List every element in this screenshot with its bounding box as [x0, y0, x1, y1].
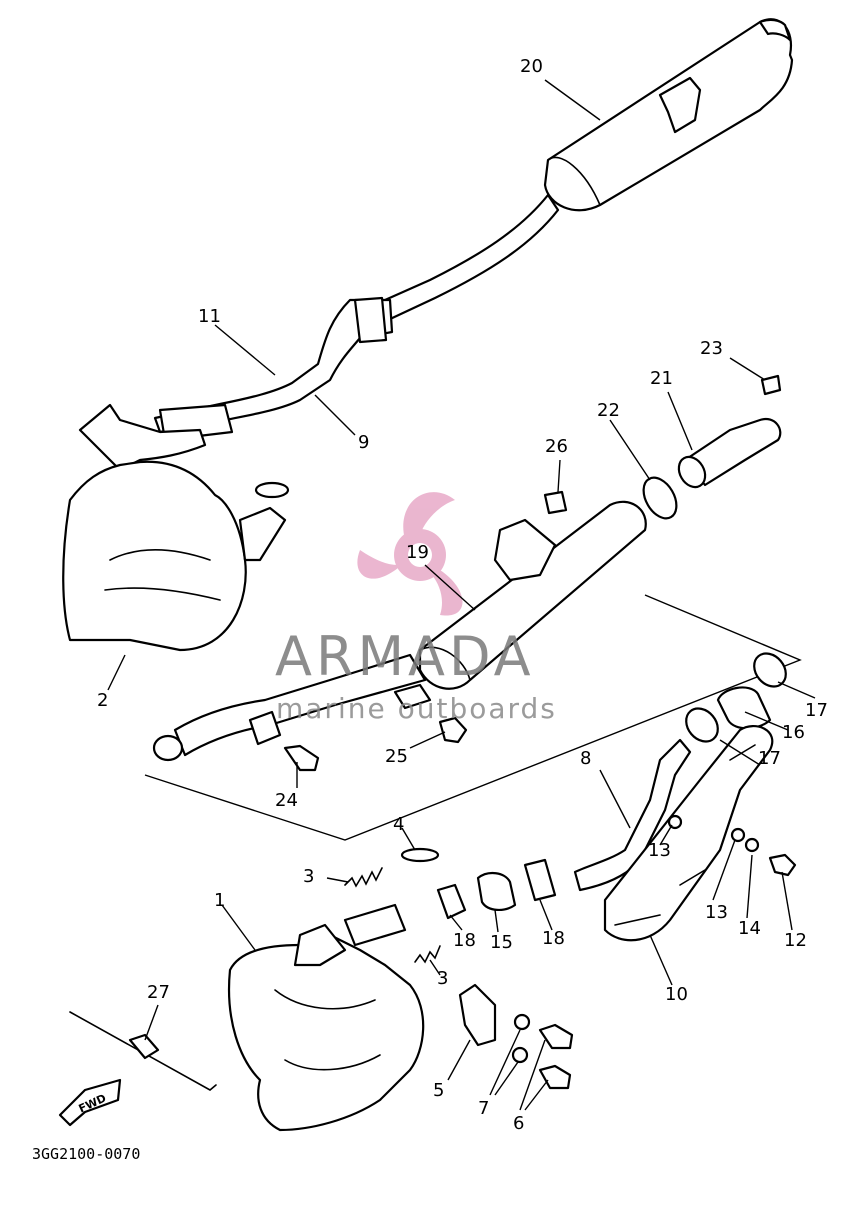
- callout-25: 25: [385, 746, 408, 767]
- middle-muffler-part: [152, 500, 647, 762]
- callout-20: 20: [520, 56, 543, 77]
- wire-part: [69, 1011, 217, 1091]
- callout-1: 1: [214, 890, 226, 911]
- callout-18-right: 18: [542, 928, 565, 949]
- callout-16: 16: [782, 722, 805, 743]
- callout-21: 21: [650, 368, 673, 389]
- spring-oring-parts: [344, 847, 441, 964]
- assembly-frame: [144, 594, 802, 841]
- silencer-part: [383, 18, 794, 322]
- callout-2: 2: [97, 690, 109, 711]
- callout-8: 8: [580, 748, 592, 769]
- fwd-arrow-icon: [58, 1078, 122, 1127]
- callout-26: 26: [545, 436, 568, 457]
- callout-17-upper: 17: [805, 700, 828, 721]
- armada-logo-icon: [357, 492, 463, 616]
- leader-lines: [107, 79, 816, 1111]
- callout-13-right: 13: [705, 902, 728, 923]
- lower-chamber-part: [227, 903, 425, 1132]
- callout-15: 15: [490, 932, 513, 953]
- callout-12: 12: [784, 930, 807, 951]
- callout-13-left: 13: [648, 840, 671, 861]
- bolts-upper: [283, 716, 468, 772]
- callout-24: 24: [275, 790, 298, 811]
- callout-6: 6: [513, 1113, 525, 1134]
- upper-chamber-part: [62, 403, 290, 652]
- joint-parts: [436, 858, 557, 920]
- callout-27: 27: [147, 982, 170, 1003]
- callout-22: 22: [597, 400, 620, 421]
- callout-14: 14: [738, 918, 761, 939]
- callout-3-left: 3: [303, 866, 315, 887]
- tail-pipe-parts: [543, 374, 782, 520]
- diagram-code: 3GG2100-0070: [32, 1145, 141, 1163]
- callout-17-lower: 17: [758, 748, 781, 769]
- callout-3-right: 3: [437, 968, 449, 989]
- callout-18-left: 18: [453, 930, 476, 951]
- callout-4: 4: [393, 814, 405, 835]
- callout-11: 11: [198, 306, 221, 327]
- callout-5: 5: [433, 1080, 445, 1101]
- front-pipe-part: [153, 296, 394, 442]
- bracket-bolt-parts: [458, 983, 574, 1090]
- callout-7: 7: [478, 1098, 490, 1119]
- callout-23: 23: [700, 338, 723, 359]
- watermark-tagline: marine outboards: [276, 692, 557, 725]
- watermark-brand: ARMADA: [275, 625, 535, 688]
- rear-pipe-guard-parts: [573, 725, 797, 942]
- callout-19: 19: [406, 542, 429, 563]
- callout-9: 9: [358, 432, 370, 453]
- callout-10: 10: [665, 984, 688, 1005]
- clamp-parts: [685, 652, 787, 743]
